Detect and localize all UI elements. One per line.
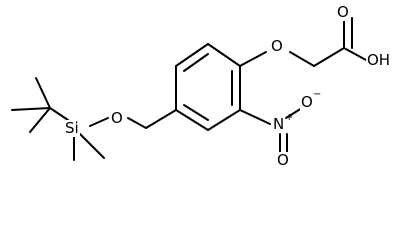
- silicon-label: Si: [64, 119, 80, 137]
- nitro-nitrogen-label: N: [272, 115, 286, 133]
- ring-bond: [175, 109, 209, 131]
- ether-ch2-bond: [289, 51, 315, 67]
- ether-si-bond: [89, 117, 109, 127]
- nitro-nitrogen-charge: +: [285, 112, 294, 123]
- ring-double-bond: [183, 53, 209, 72]
- si-tbutyl-bond: [49, 107, 69, 121]
- nitro-oxygen-top-label: O: [300, 93, 314, 111]
- acid-oh-bond: [343, 47, 367, 61]
- ring-nitro-bond: [239, 109, 271, 125]
- ring-bond: [207, 43, 241, 67]
- structure-diagram: O OH O N + O − O O Si: [11, 3, 392, 169]
- aryl-ether-bond: [239, 51, 267, 67]
- ring-bond: [175, 43, 209, 67]
- bond-skeleton: [11, 17, 367, 161]
- silyl-ether-oxygen-label: O: [110, 109, 124, 127]
- ring-ch2-bond: [145, 109, 177, 129]
- carbonyl-oxygen-label: O: [336, 3, 350, 21]
- si-methyl-right: [79, 133, 105, 159]
- tbutyl-methyl-bond: [11, 107, 51, 111]
- tbutyl-methyl-bond: [29, 107, 51, 133]
- tbutyl-methyl-bond: [35, 77, 51, 109]
- nitro-oxygen-top-charge: −: [313, 89, 322, 100]
- ring-double-bond: [183, 104, 209, 121]
- nitro-oxygen-bottom-label: O: [276, 151, 290, 169]
- ch2-ether-bond: [127, 117, 147, 129]
- aryl-ether-oxygen-label: O: [270, 37, 284, 55]
- nitro-o-top-bond: [285, 107, 303, 119]
- acid-hydroxyl-label: OH: [366, 51, 392, 69]
- ring-bond: [207, 109, 241, 131]
- ch2-carbonyl-bond: [313, 47, 345, 67]
